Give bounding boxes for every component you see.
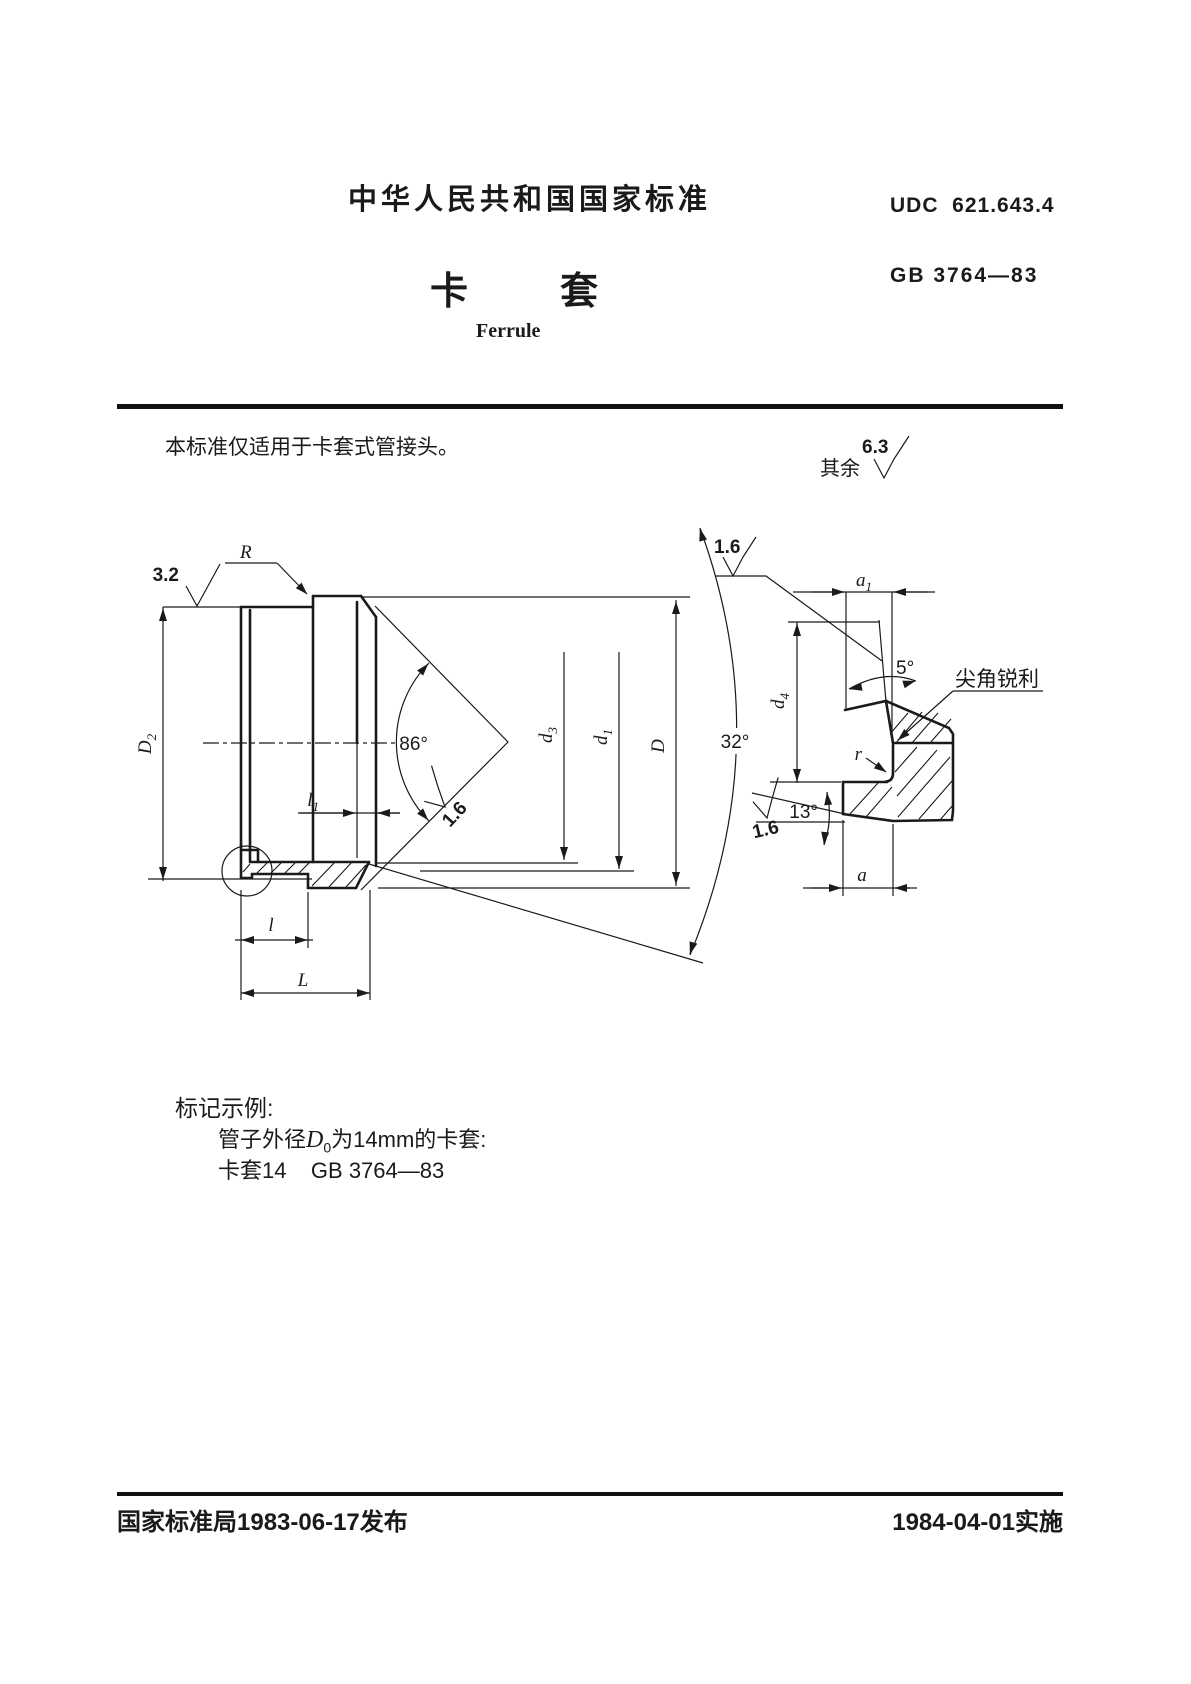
sharp-corner-note: 尖角锐利 — [897, 668, 1043, 741]
roughness-3-2-value: 3.2 — [153, 565, 179, 586]
dim-a1: a1 — [793, 570, 935, 741]
fillet-label: r — [855, 744, 863, 765]
footer-issued: 国家标准局1983-06-17发布 — [117, 1509, 408, 1536]
line1-suffix: 为14mm的卡套: — [331, 1127, 487, 1152]
surface-roughness-other-value: 6.3 — [862, 437, 888, 458]
fillet-leader: r — [855, 744, 887, 773]
dim-d3: d3 — [536, 652, 568, 860]
line1-prefix: 管子外径 — [218, 1127, 307, 1152]
dim-D2-label: D2 — [135, 733, 159, 755]
projection-angle-label: 32° — [721, 732, 750, 753]
main-view: 86° 1.6 3.2 R — [135, 542, 690, 1000]
scope-note: 本标准仅适用于卡套式管接头。 — [165, 436, 459, 459]
back-angle-13deg: 13° — [751, 791, 846, 846]
face-roughness-value: 1.6 — [714, 537, 740, 558]
dim-L: L — [241, 890, 371, 1000]
title-char-ka: 卡 — [430, 271, 469, 313]
national-standard-heading: 中华人民共和国国家标准 — [348, 184, 712, 216]
detail-circle — [221, 845, 273, 897]
edge-angle-5deg: 5° — [848, 619, 917, 703]
document-title-en: Ferrule — [476, 320, 541, 342]
header-rule — [117, 404, 1063, 409]
footer: 国家标准局1983-06-17发布 1984-04-01实施 — [117, 1502, 1063, 1537]
standard-code: GB 3764—83 — [890, 264, 1039, 287]
surface-finish-prefix: 其余 — [820, 458, 860, 480]
dim-a-label: a — [857, 865, 867, 886]
footer-implemented: 1984-04-01实施 — [892, 1509, 1063, 1536]
dim-d4: d4 — [768, 621, 880, 783]
roughness-3-2-icon: 3.2 — [153, 563, 221, 608]
footer-rule — [117, 1492, 1063, 1496]
dim-d1: d1 — [591, 652, 623, 869]
dim-l: l — [235, 890, 313, 1000]
marking-example-line1: 管子外径D0为14mm的卡套: — [218, 1122, 486, 1155]
dim-a1-label: a1 — [856, 570, 872, 594]
udc-number: UDC 621.643.4 — [890, 194, 1055, 217]
dim-l1: l1 — [298, 790, 400, 817]
dim-D2: D2 — [135, 607, 167, 881]
back-roughness-icon: 1.6 — [750, 777, 781, 843]
dim-D-label: D — [648, 739, 669, 754]
dim-a: a — [803, 820, 917, 896]
marking-example-line2: 卡套14 GB 3764—83 — [218, 1158, 445, 1183]
dim-d4-label: d4 — [768, 693, 792, 710]
dim-l1-label: l1 — [307, 790, 319, 814]
main-view-hatching — [242, 861, 367, 889]
radius-leader: R — [225, 542, 308, 595]
document-title-cn: 卡 套 — [430, 260, 598, 315]
line1-symbol: D — [306, 1127, 324, 1153]
detail-projection: 32° 1.6 — [368, 527, 883, 964]
detail-hatching — [848, 711, 954, 821]
face-roughness-icon: 1.6 — [714, 536, 883, 662]
sharp-corner-text: 尖角锐利 — [955, 668, 1039, 691]
dim-D: D — [648, 600, 680, 886]
dim-d3-label: d3 — [536, 727, 560, 744]
cone-roughness-icon: 1.6 — [424, 765, 472, 831]
edge-angle-label: 5° — [896, 658, 914, 679]
line1-symbol-sub: 0 — [323, 1139, 332, 1156]
radius-label: R — [239, 542, 252, 563]
cone-angle-label: 86° — [399, 734, 428, 755]
surface-roughness-other-icon: 6.3 — [862, 435, 910, 480]
dim-L-label: L — [297, 970, 309, 991]
marking-example-heading: 标记示例: — [175, 1095, 274, 1121]
back-angle-label: 13° — [789, 802, 818, 823]
back-roughness-value: 1.6 — [750, 817, 780, 843]
dim-l-label: l — [268, 915, 273, 936]
detail-view: a1 5° 尖角锐利 d4 — [750, 570, 1043, 896]
dim-d1-label: d1 — [591, 729, 615, 745]
title-char-tao: 套 — [559, 271, 598, 313]
